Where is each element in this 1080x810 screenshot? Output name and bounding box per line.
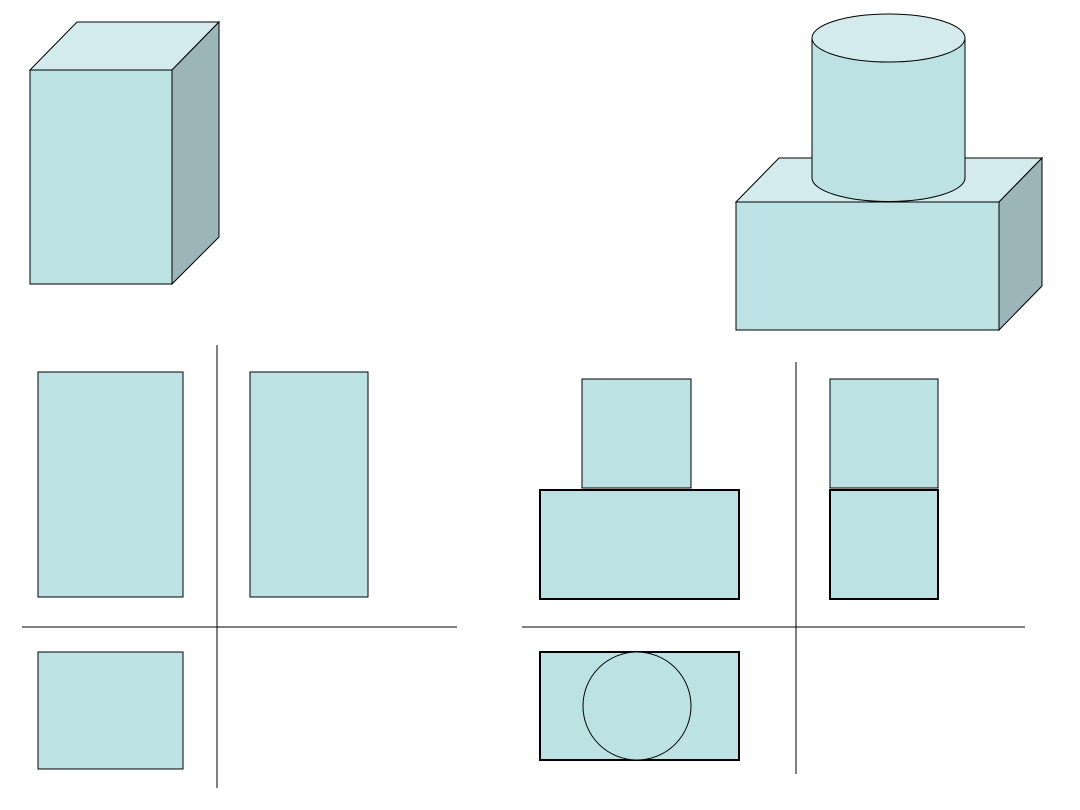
cylinder-top-face bbox=[811, 13, 966, 63]
cylinder-box-top-view bbox=[539, 651, 740, 761]
cylinder-box-isometric bbox=[734, 13, 1044, 332]
prism-front-face bbox=[29, 69, 173, 285]
front-view-box bbox=[539, 489, 740, 600]
prism-top-view bbox=[37, 651, 184, 770]
top-view-cylinder-circle bbox=[582, 651, 692, 761]
side-view-box bbox=[829, 489, 939, 600]
cylinder-box-side-view bbox=[829, 378, 939, 600]
cylinder-box-view-axes bbox=[522, 362, 1025, 774]
prism-view-axes bbox=[22, 345, 457, 788]
prism-isometric bbox=[28, 20, 221, 286]
side-view-cylinder bbox=[829, 378, 939, 489]
prism-side-view bbox=[249, 371, 369, 598]
cylinder-body bbox=[811, 37, 966, 202]
prism-front-view bbox=[37, 371, 184, 598]
cylinder-box-front-view bbox=[539, 378, 740, 600]
front-view-cylinder bbox=[581, 378, 692, 489]
box-front-face bbox=[735, 201, 1000, 331]
